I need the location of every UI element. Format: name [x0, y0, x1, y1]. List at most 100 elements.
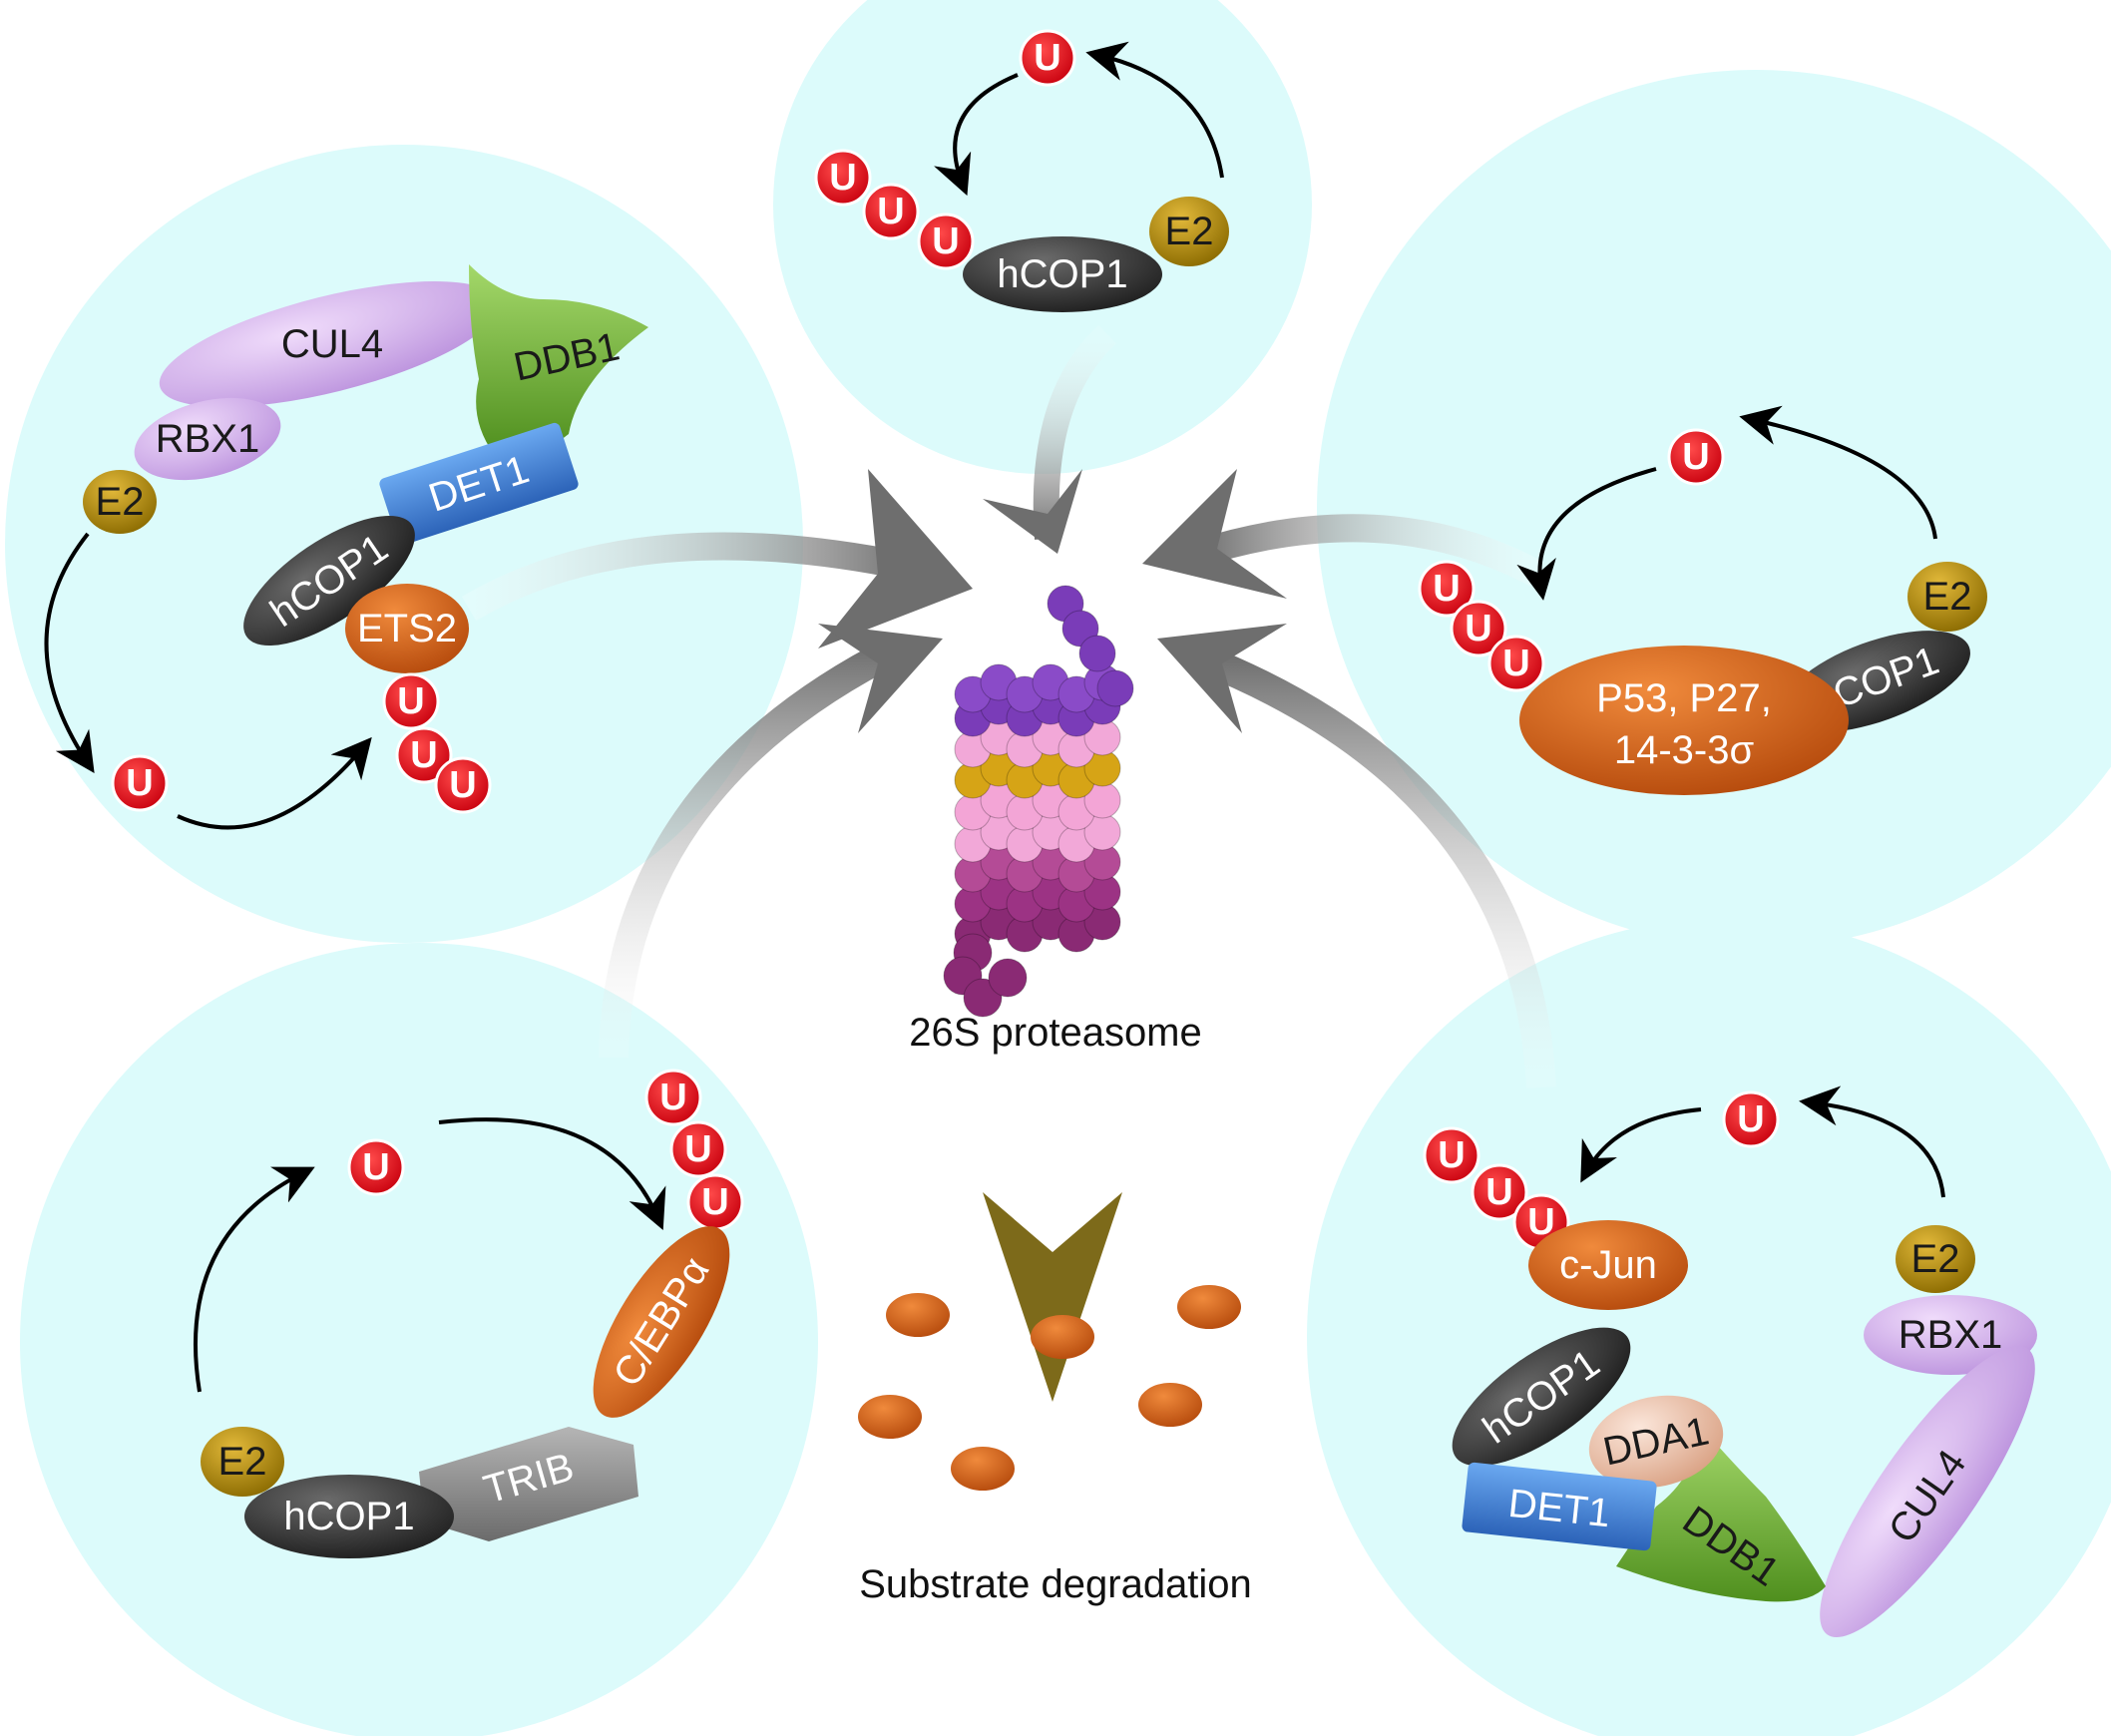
degraded-fragments [858, 1285, 1241, 1491]
ubiquitin-icon: U [862, 183, 920, 240]
panel-top-right: U U U U hCOP1 P53, P27, 14-3-3σ E2 [1418, 405, 1987, 795]
panel-top-left: CUL4 DDB1 RBX1 E2 DET1 hCOP1 ETS2 U U U … [44, 264, 648, 830]
arrow-top-right-head [1142, 469, 1287, 599]
svg-text:U: U [932, 220, 959, 262]
svg-text:U: U [1502, 643, 1529, 684]
arrow-bottom-right-head [1157, 624, 1287, 733]
svg-text:U: U [1737, 1098, 1764, 1140]
arrow-top-to-proteasome [1033, 324, 1117, 540]
e2-protein [1149, 197, 1229, 266]
e2-protein [83, 470, 157, 534]
ubiquitin-icon: U [1019, 29, 1076, 87]
ubiquitin-icon: U [917, 213, 975, 270]
ub-transfer-arrow [1739, 405, 1937, 540]
arrow-bottom-right-to-proteasome [1196, 645, 1556, 1088]
fragment-icon [858, 1395, 922, 1439]
convergence-arrows [461, 324, 1556, 1402]
trib-protein [419, 1427, 638, 1541]
arrow-bottom-left-head [818, 624, 943, 733]
fragment-icon [1177, 1285, 1241, 1329]
ub-transfer-arrow [1580, 1107, 1702, 1183]
svg-text:U: U [1433, 568, 1460, 610]
svg-text:U: U [1034, 37, 1060, 79]
svg-text:U: U [659, 1077, 686, 1118]
hcop1-protein [1452, 1327, 1631, 1467]
hcop1-protein [243, 515, 415, 647]
e2-label: E2 [218, 1440, 267, 1484]
ubiquitin-chain: U U U [1423, 1126, 1570, 1251]
ub-transfer-arrow [44, 532, 95, 773]
substrate-protein [1519, 646, 1849, 795]
e2-label: E2 [1923, 575, 1972, 619]
cul4-label: CUL4 [281, 322, 383, 366]
ubiquitin-icon: U [644, 1069, 702, 1126]
proteasome-label: 26S proteasome [909, 1011, 1202, 1055]
rbx1-label: RBX1 [1899, 1313, 2003, 1357]
fragment-icon [886, 1293, 950, 1337]
proteasome-bead [988, 958, 1028, 998]
proteasome-bead [1096, 669, 1134, 707]
svg-text:U: U [1465, 608, 1491, 650]
panel-bottom-right: U U U U c-Jun E2 RBX1 CUL4 DDB1 hCOP1 DD… [1423, 1085, 2037, 1637]
svg-text:U: U [829, 157, 856, 199]
ubiquitin-icon: U [1487, 635, 1545, 692]
ub-transfer-arrow [177, 736, 372, 830]
rbx1-label: RBX1 [156, 417, 260, 461]
ubiquitin-chain: U U U [1418, 560, 1545, 692]
det1-protein [1462, 1462, 1657, 1551]
e2-protein [1896, 1225, 1975, 1293]
dda1-protein [1588, 1395, 1724, 1489]
svg-text:U: U [1682, 436, 1709, 478]
svg-text:U: U [449, 764, 476, 806]
degradation-label: Substrate degradation [859, 1562, 1252, 1606]
ub-transfer-arrow [934, 73, 1019, 197]
ubiquitin-icon: U [686, 1173, 744, 1231]
svg-text:U: U [126, 762, 153, 804]
ubiquitin-icon: U [434, 756, 492, 814]
svg-text:U: U [362, 1146, 389, 1188]
hcop1-label: hCOP1 [283, 1495, 414, 1538]
arrow-top-head [983, 469, 1082, 554]
ub-transfer-arrow [438, 1117, 666, 1231]
hcop1-protein [963, 236, 1162, 312]
fragment-icon [951, 1447, 1015, 1491]
ubiquitin-icon: U [1423, 1126, 1480, 1184]
ddb1-protein [1616, 1427, 1826, 1602]
panel-bottom-left: U U U U C/EBPα TRIB hCOP1 E2 [194, 1069, 744, 1558]
substrate-label-line2: 14-3-3σ [1614, 728, 1755, 772]
det1-label: DET1 [1506, 1482, 1612, 1535]
det1-protein [379, 422, 579, 546]
ubiquitin-icon: U [814, 149, 872, 207]
svg-text:U: U [1485, 1171, 1512, 1213]
e2-protein [1907, 562, 1987, 632]
cebpa-protein [593, 1226, 730, 1418]
ubiquitin-chain: U U U [644, 1069, 744, 1231]
fragment-icon [1031, 1315, 1094, 1359]
proteasome-icon [943, 585, 1134, 1018]
panel-top: U U U U hCOP1 E2 [814, 29, 1229, 312]
ubiquitin-chain: U U U [814, 149, 975, 270]
svg-text:U: U [1438, 1134, 1465, 1176]
ets2-label: ETS2 [357, 607, 457, 651]
cjun-protein [1528, 1220, 1688, 1310]
ubiquitin-icon: U [1471, 1163, 1528, 1221]
arrow-degradation-head [983, 1192, 1122, 1402]
svg-text:U: U [877, 191, 904, 232]
e2-label: E2 [1911, 1237, 1960, 1281]
ub-transfer-arrow [1516, 467, 1657, 601]
cul4-protein [1820, 1346, 2035, 1637]
ubiquitin-icon: U [1667, 428, 1725, 486]
ubiquitin-icon: U [1418, 560, 1476, 618]
ubiquitin-icon: U [382, 672, 440, 730]
ubiquitin-icon: U [347, 1138, 405, 1196]
panel-top-right-bg [1317, 70, 2111, 948]
ets2-protein [345, 584, 469, 673]
hcop1-protein [244, 1475, 454, 1558]
ubiquitin-chain: U U U [382, 672, 492, 814]
arrow-top-right-to-proteasome [1192, 514, 1543, 587]
panel-bottom-left-bg [20, 943, 818, 1736]
arrow-top-left-head [818, 469, 973, 649]
e2-label: E2 [1165, 210, 1214, 253]
svg-text:U: U [701, 1181, 728, 1223]
